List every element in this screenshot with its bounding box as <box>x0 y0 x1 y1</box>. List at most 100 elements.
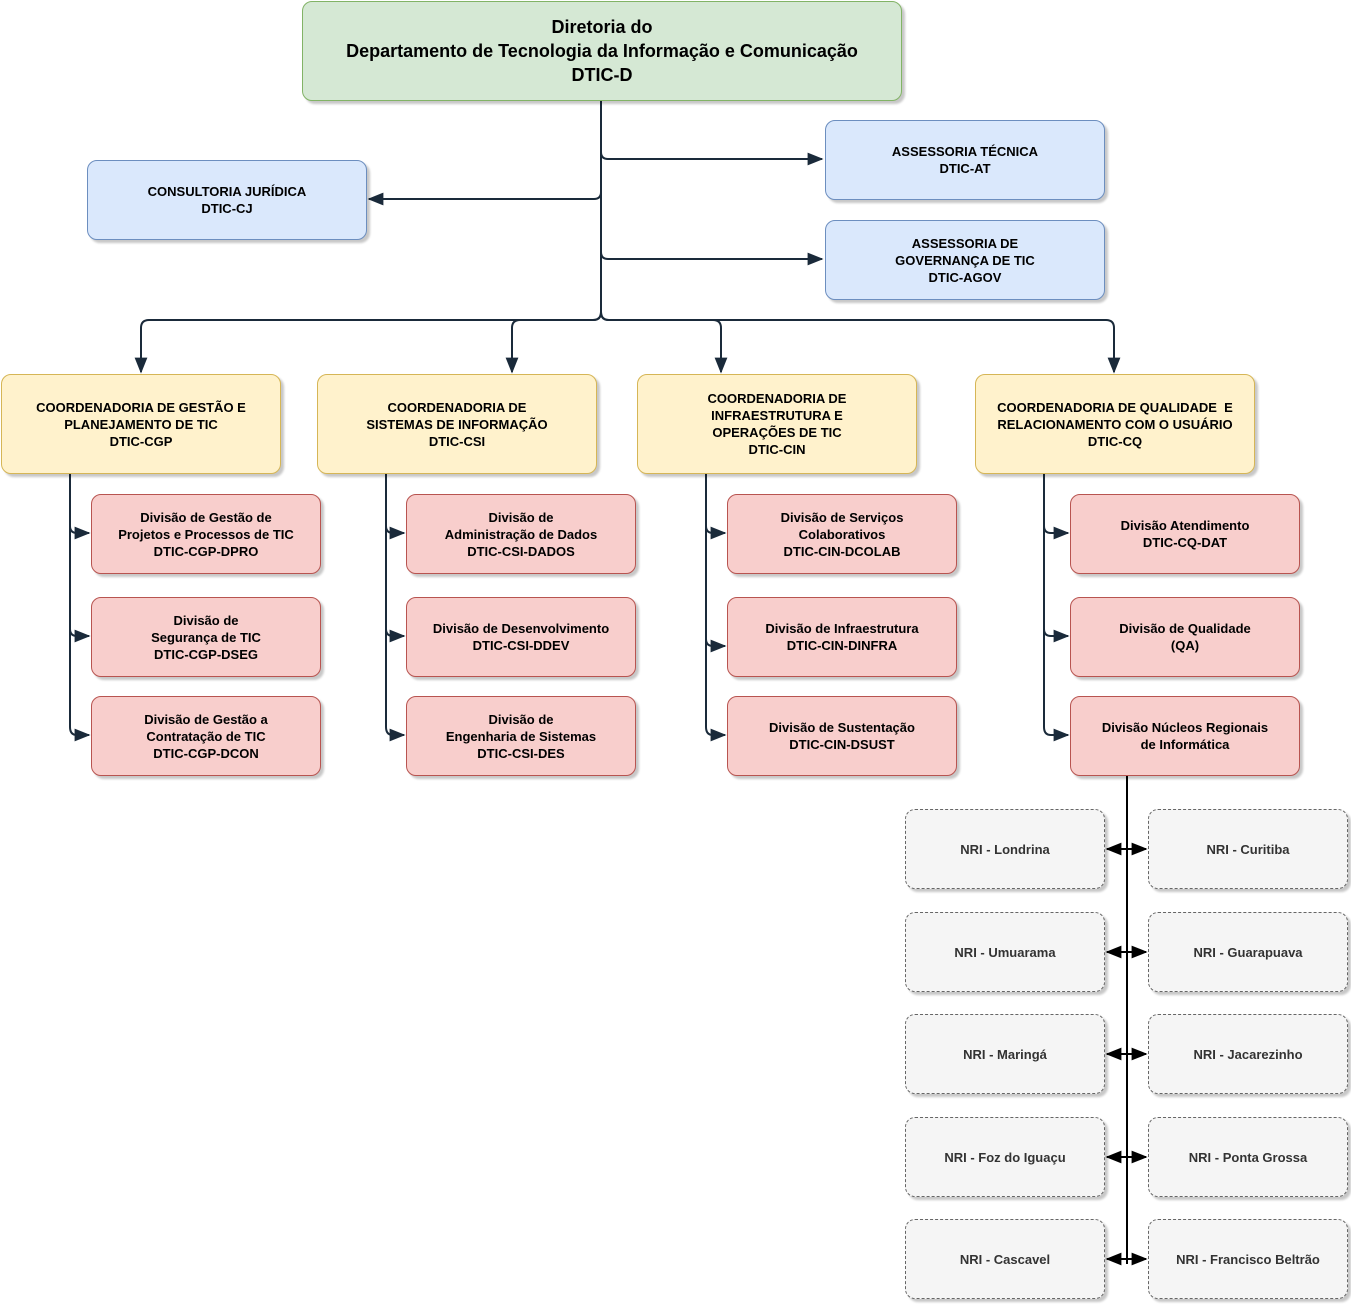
nri-londrina-box[interactable]: NRI - Londrina <box>905 809 1105 889</box>
box-line: Divisão de Serviços <box>780 509 904 525</box>
box-line: DTIC-CIN-DINFRA <box>786 638 898 653</box>
nri-label: NRI - Londrina <box>960 841 1050 857</box>
nri-ponta-grossa-box[interactable]: NRI - Ponta Grossa <box>1148 1117 1348 1197</box>
box-line: DTIC-CSI-DDEV <box>472 638 570 653</box>
edge-to-consultoria-juridica <box>367 191 602 206</box>
box-line: DTIC-CGP-DCON <box>153 745 259 761</box>
box-line: DTIC-CGP-DSEG <box>154 646 258 662</box>
box-line: (QA) <box>1170 638 1200 653</box>
edge-to-dsust <box>705 726 727 742</box>
divisao-dcolab-box[interactable]: Divisão de Serviços Colaborativos DTIC-C… <box>727 494 957 574</box>
box-line: DTIC-CGP-DPRO <box>153 543 259 559</box>
box-line: DTIC-CSI-DADOS <box>467 543 575 559</box>
assessoria-tecnica-box[interactable]: ASSESSORIA TÉCNICA DTIC-AT <box>825 120 1105 200</box>
nri-label: NRI - Foz do Iguaçu <box>944 1149 1066 1165</box>
edge-to-assessoria-governanca <box>600 251 824 266</box>
box-line: SISTEMAS DE INFORMAÇÃO <box>366 416 548 432</box>
coordenadoria-cq-box[interactable]: COORDENADORIA DE QUALIDADE E RELACIONAME… <box>975 374 1255 474</box>
box-line: Divisão de Sustentação <box>769 720 915 735</box>
box-line: DTIC-CIN-DSUST <box>789 737 895 752</box>
edge-to-dinfra <box>705 638 727 653</box>
box-line: Divisão Núcleos Regionais <box>1101 720 1269 735</box>
divisao-dsust-box[interactable]: Divisão de Sustentação DTIC-CIN-DSUST <box>727 696 957 776</box>
box-line: PLANEJAMENTO DE TIC <box>64 416 218 432</box>
nri-francisco-beltrao-box[interactable]: NRI - Francisco Beltrão <box>1148 1219 1348 1299</box>
nri-label: NRI - Curitiba <box>1206 841 1290 857</box>
divisao-dpro-box[interactable]: Divisão de Gestão de Projetos e Processo… <box>91 494 321 574</box>
nri-umuarama-box[interactable]: NRI - Umuarama <box>905 912 1105 992</box>
edge-to-dados <box>385 525 406 540</box>
box-line: DTIC-CJ <box>201 201 253 216</box>
box-line: Divisão de Gestão a <box>144 711 268 727</box>
divisao-qa-box[interactable]: Divisão de Qualidade (QA) <box>1070 597 1300 677</box>
box-line: Segurança de TIC <box>151 629 261 645</box>
box-line: Engenharia de Sistemas <box>445 728 597 744</box>
nri-maringa-box[interactable]: NRI - Maringá <box>905 1014 1105 1094</box>
nri-guarapuava-box[interactable]: NRI - Guarapuava <box>1148 912 1348 992</box>
box-line: de Informática <box>1140 737 1230 752</box>
coordenadoria-cgp-box[interactable]: COORDENADORIA DE GESTÃO E PLANEJAMENTO D… <box>1 374 281 474</box>
edge-to-ddev <box>385 628 406 643</box>
divisao-dseg-box[interactable]: Divisão de Segurança de TIC DTIC-CGP-DSE… <box>91 597 321 677</box>
box-line: DTIC-CIN-DCOLAB <box>783 543 901 559</box>
box-line: GOVERNANÇA DE TIC <box>895 252 1035 268</box>
divisao-dinfra-box[interactable]: Divisão de Infraestrutura DTIC-CIN-DINFR… <box>727 597 957 677</box>
box-line: ASSESSORIA DE <box>911 235 1019 251</box>
box-line: DTIC-CSI-DES <box>477 745 565 761</box>
divisao-dcon-box[interactable]: Divisão de Gestão a Contratação de TIC D… <box>91 696 321 776</box>
nri-label: NRI - Francisco Beltrão <box>1176 1251 1320 1267</box>
box-line: COORDENADORIA DE GESTÃO E <box>36 399 246 415</box>
box-line: INFRAESTRUTURA E <box>711 408 843 423</box>
diretoria-box[interactable]: Diretoria do Departamento de Tecnologia … <box>302 1 902 101</box>
box-line: DTIC-CQ-DAT <box>1142 535 1228 550</box>
nri-jacarezinho-box[interactable]: NRI - Jacarezinho <box>1148 1014 1348 1094</box>
consultoria-juridica-box[interactable]: CONSULTORIA JURÍDICA DTIC-CJ <box>87 160 367 240</box>
nri-label: NRI - Maringá <box>963 1046 1047 1062</box>
edge-to-csi <box>505 311 602 374</box>
nri-label: NRI - Ponta Grossa <box>1188 1149 1308 1165</box>
diretoria-line: Diretoria do <box>551 17 653 37</box>
box-line: ASSESSORIA TÉCNICA <box>891 144 1039 159</box>
box-line: DTIC-CQ <box>1087 433 1143 449</box>
nri-curitiba-box[interactable]: NRI - Curitiba <box>1148 809 1348 889</box>
edge-to-dat <box>1043 525 1070 540</box>
box-line: Colaborativos <box>798 526 886 542</box>
box-line: Projetos e Processos de TIC <box>118 526 294 542</box>
coordenadoria-cin-box[interactable]: COORDENADORIA DE INFRAESTRUTURA E OPERAÇ… <box>637 374 917 474</box>
box-line: Divisão de <box>173 612 239 628</box>
nri-foz-do-iguacu-box[interactable]: NRI - Foz do Iguaçu <box>905 1117 1105 1197</box>
box-line: RELACIONAMENTO COM O USUÁRIO <box>997 416 1233 432</box>
divisao-nri-box[interactable]: Divisão Núcleos Regionais de Informática <box>1070 696 1300 776</box>
nri-label: NRI - Jacarezinho <box>1193 1046 1303 1062</box>
box-line: CONSULTORIA JURÍDICA <box>147 184 307 199</box>
box-line: COORDENADORIA DE <box>387 399 527 415</box>
coordenadoria-csi-box[interactable]: COORDENADORIA DE SISTEMAS DE INFORMAÇÃO … <box>317 374 597 474</box>
divisao-dados-box[interactable]: Divisão de Administração de Dados DTIC-C… <box>406 494 636 574</box>
nri-label: NRI - Guarapuava <box>1193 944 1303 960</box>
box-line: Divisão de Gestão de <box>140 509 272 525</box>
divisao-ddev-box[interactable]: Divisão de Desenvolvimento DTIC-CSI-DDEV <box>406 597 636 677</box>
edge-to-dcon <box>69 726 91 742</box>
box-line: Divisão de <box>488 711 554 727</box>
divisao-des-box[interactable]: Divisão de Engenharia de Sistemas DTIC-C… <box>406 696 636 776</box>
box-line: DTIC-AGOV <box>928 269 1002 285</box>
assessoria-governanca-box[interactable]: ASSESSORIA DE GOVERNANÇA DE TIC DTIC-AGO… <box>825 220 1105 300</box>
box-line: Divisão de <box>488 509 554 525</box>
edge-to-dcolab <box>705 525 727 540</box>
divisao-dat-box[interactable]: Divisão Atendimento DTIC-CQ-DAT <box>1070 494 1300 574</box>
box-line: Divisão de Desenvolvimento <box>432 621 610 636</box>
edge-to-cq <box>600 311 1121 374</box>
box-line: Divisão Atendimento <box>1120 518 1250 533</box>
box-line: DTIC-AT <box>939 161 991 176</box>
box-line: Administração de Dados <box>444 526 598 542</box>
edge-to-des <box>385 726 406 742</box>
nri-cascavel-box[interactable]: NRI - Cascavel <box>905 1219 1105 1299</box>
box-line: DTIC-CSI <box>428 433 486 449</box>
edge-to-nri <box>1043 726 1070 742</box>
box-line: OPERAÇÕES DE TIC <box>712 425 842 440</box>
box-line: Contratação de TIC <box>146 728 266 744</box>
nri-label: NRI - Cascavel <box>959 1251 1051 1267</box>
box-line: DTIC-CGP <box>109 433 173 449</box>
box-line: Divisão de Qualidade <box>1119 621 1251 636</box>
